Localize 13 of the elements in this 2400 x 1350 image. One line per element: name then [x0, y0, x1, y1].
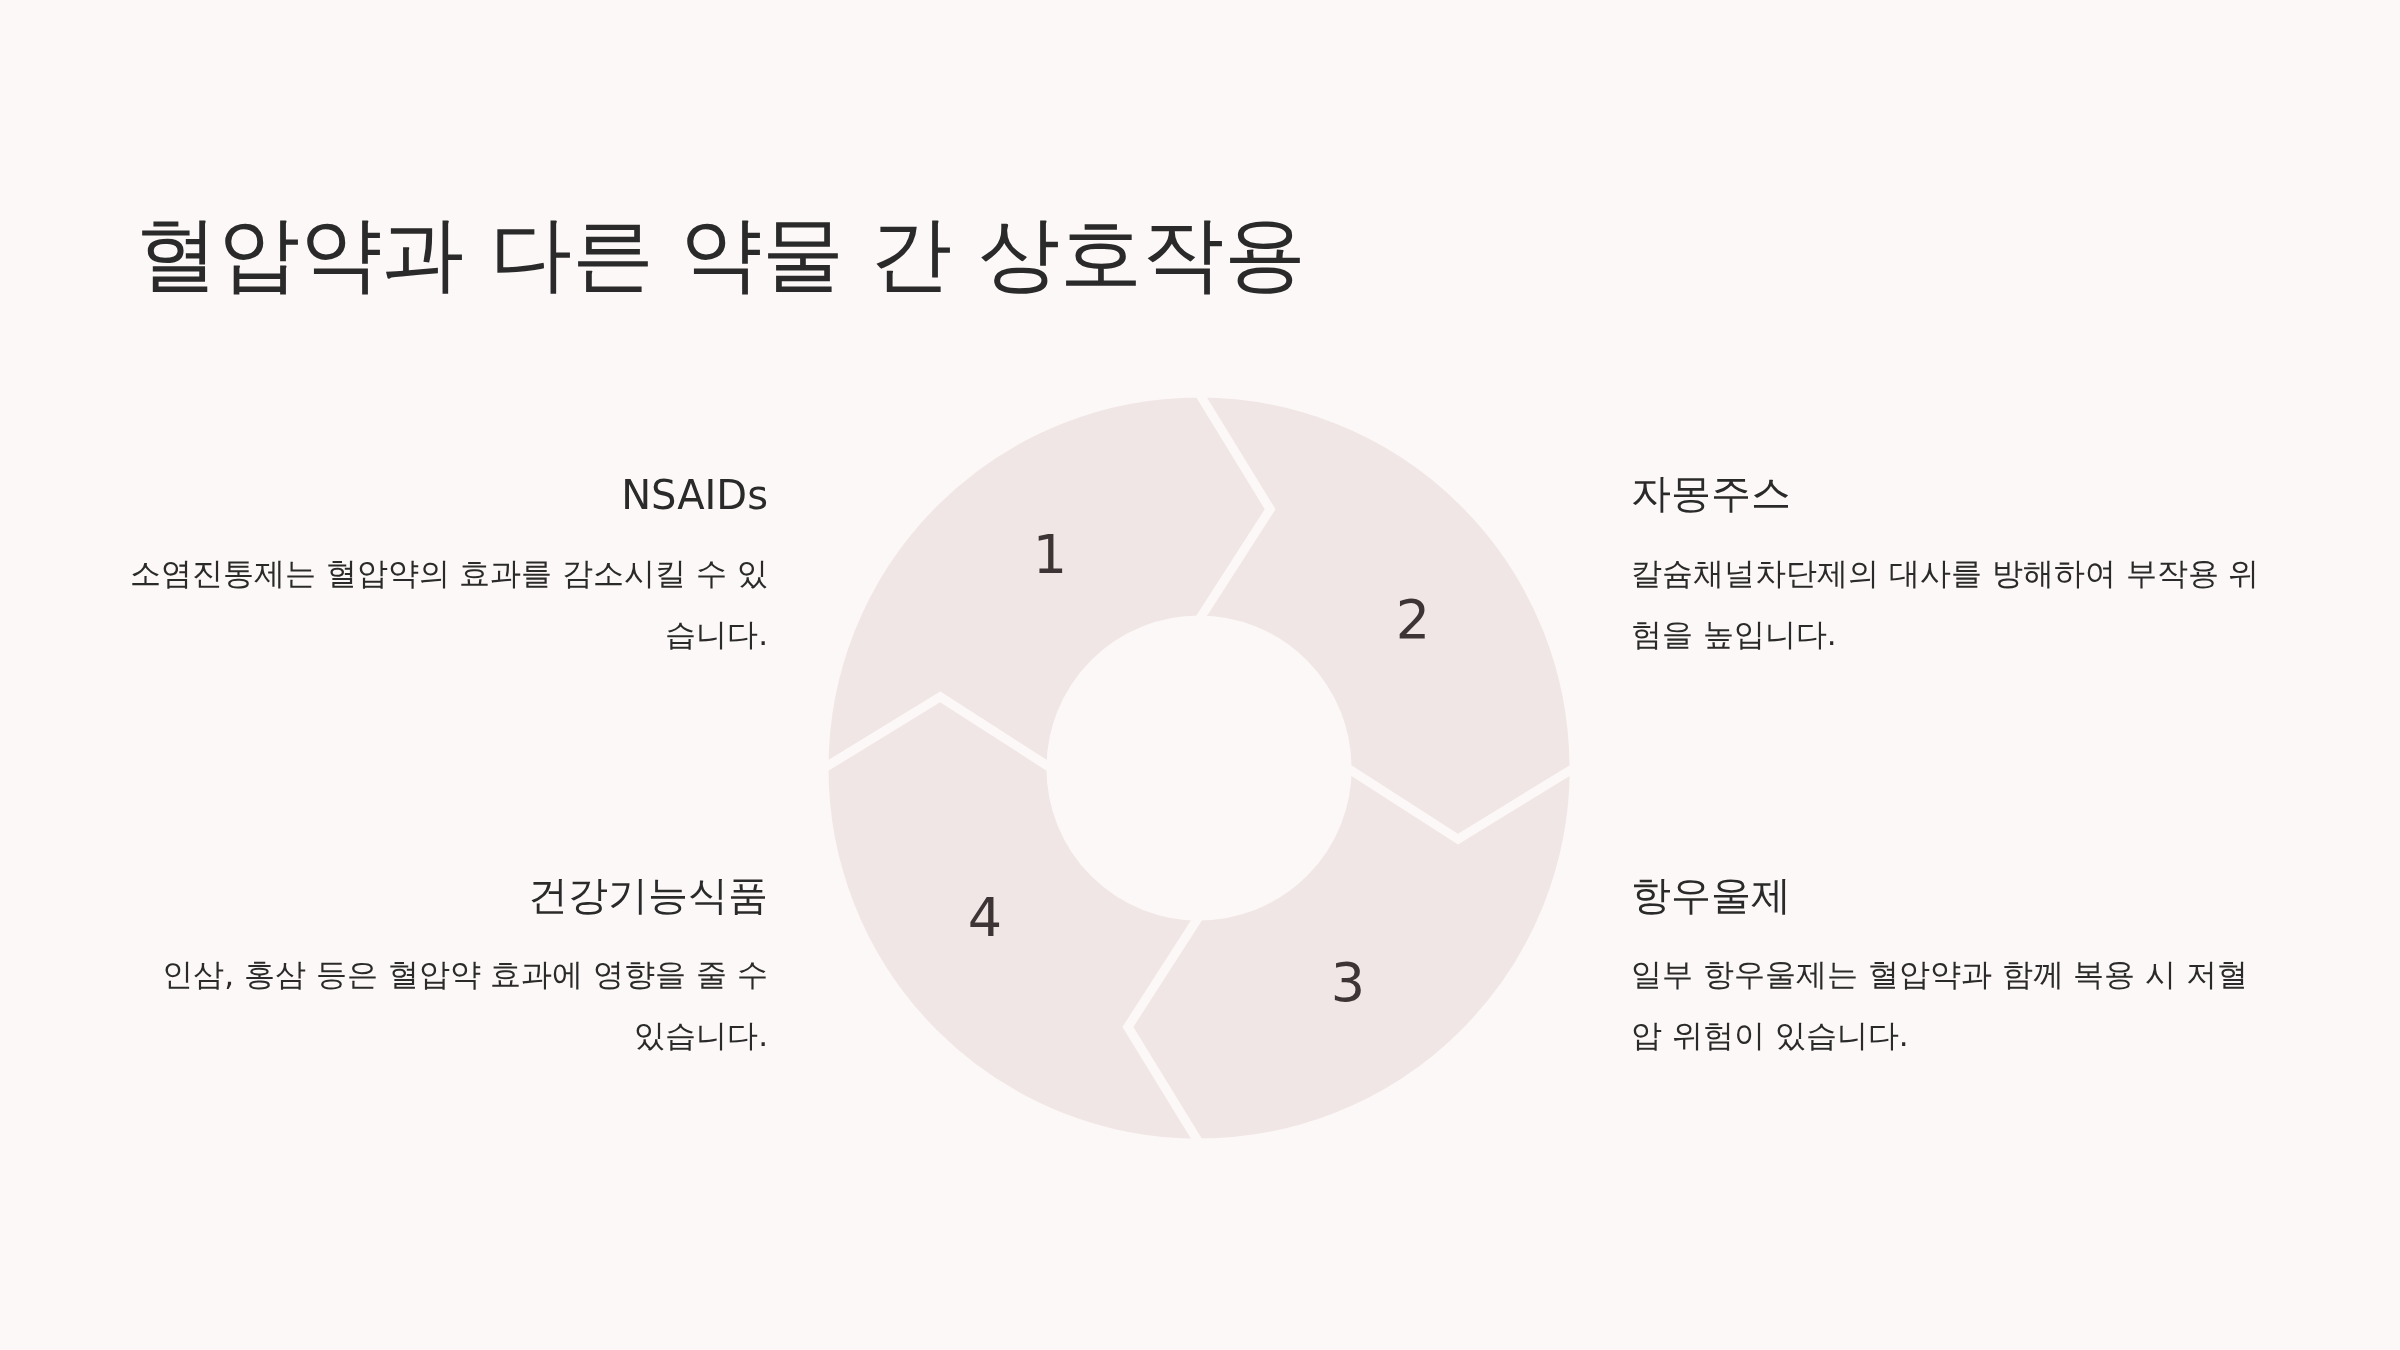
item-description: 인삼, 홍삼 등은 혈압약 효과에 영향을 줄 수 있습니다.	[161, 955, 768, 1055]
step-number: 1	[1032, 522, 1068, 586]
step-number: 4	[967, 885, 1003, 949]
title: 혈압약과 다른 약물 간 상호작용	[136, 205, 1307, 303]
item-heading: 자몽주스	[1631, 469, 1792, 518]
item-description: 소염진통제는 혈압약의 효과를 감소시킬 수 있습니다.	[128, 554, 768, 654]
step-number: 3	[1330, 950, 1366, 1014]
step-number: 2	[1395, 587, 1431, 651]
item-heading: 항우울제	[1631, 871, 1792, 920]
item-description: 일부 항우울제는 혈압약과 함께 복용 시 저혈압 위험이 있습니다.	[1631, 955, 2250, 1055]
item-description: 칼슘채널차단제의 대사를 방해하여 부작용 위험을 높입니다.	[1631, 554, 2261, 654]
item-heading: 건강기능식품	[527, 871, 768, 920]
item-heading: NSAIDs	[620, 471, 768, 520]
